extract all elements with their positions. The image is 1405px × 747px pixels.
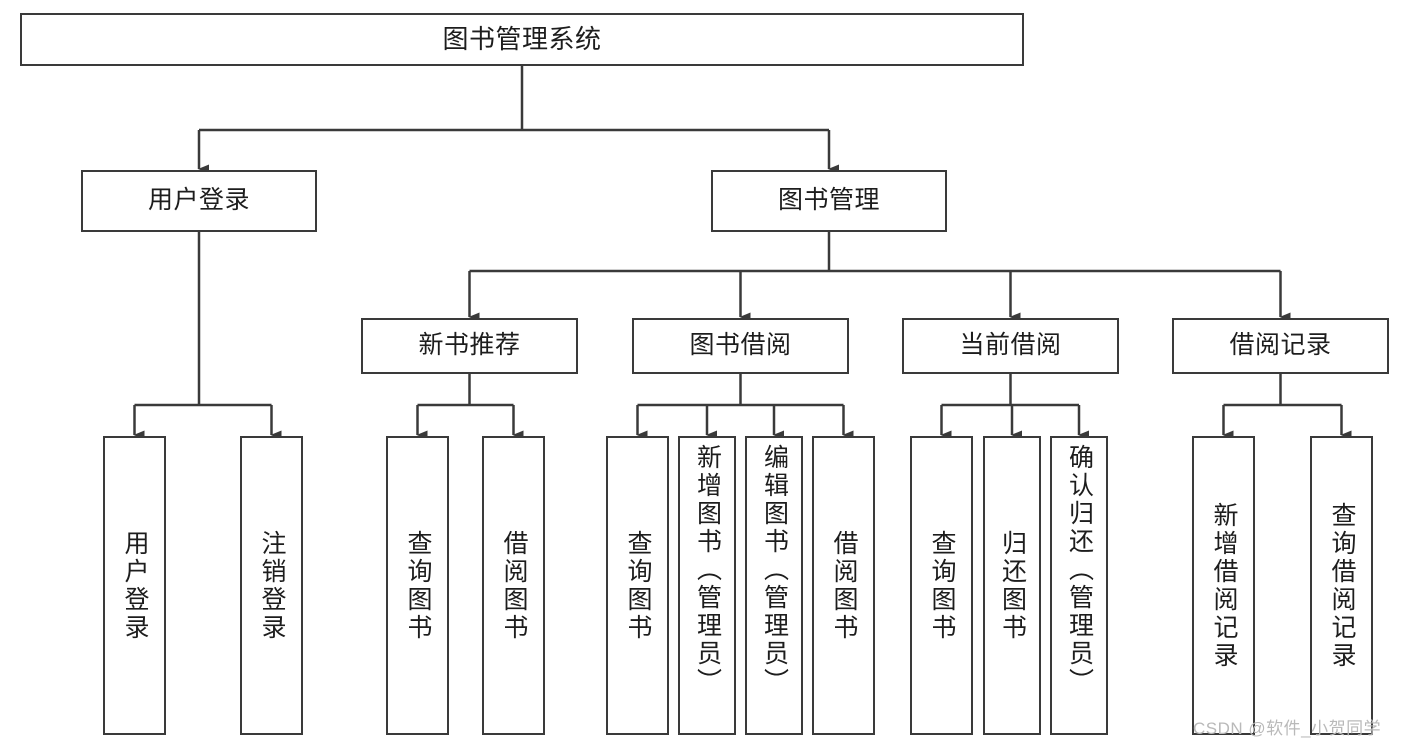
node-label-new-book-recommend: 新书推荐 bbox=[418, 331, 521, 360]
node-label-leaf-add-book: 新增图书（管理员） bbox=[693, 444, 722, 696]
node-user-login[interactable]: 用户登录 bbox=[81, 170, 317, 232]
node-label-leaf-query-record: 查询借阅记录 bbox=[1328, 501, 1356, 670]
node-current-borrow[interactable]: 当前借阅 bbox=[902, 318, 1119, 374]
connector-lines bbox=[133, 66, 1352, 440]
node-label-book-manage: 图书管理 bbox=[777, 186, 880, 215]
node-book-manage[interactable]: 图书管理 bbox=[711, 170, 947, 232]
node-label-leaf-query-book-3: 查询图书 bbox=[928, 529, 956, 642]
node-label-leaf-edit-book: 编辑图书（管理员） bbox=[760, 444, 789, 696]
node-label-borrow-record: 借阅记录 bbox=[1229, 331, 1332, 360]
node-leaf-return-book[interactable]: 归还图书 bbox=[983, 436, 1041, 735]
node-label-root: 图书管理系统 bbox=[442, 24, 602, 55]
node-leaf-query-record[interactable]: 查询借阅记录 bbox=[1310, 436, 1373, 735]
node-root[interactable]: 图书管理系统 bbox=[20, 13, 1024, 66]
node-label-leaf-query-book-1: 查询图书 bbox=[404, 529, 432, 642]
node-new-book-recommend[interactable]: 新书推荐 bbox=[361, 318, 578, 374]
node-label-leaf-query-book-2: 查询图书 bbox=[624, 529, 652, 642]
node-leaf-borrow-book-2[interactable]: 借阅图书 bbox=[812, 436, 875, 735]
node-label-leaf-return-book: 归还图书 bbox=[998, 529, 1027, 642]
node-label-leaf-confirm-return: 确认归还（管理员） bbox=[1065, 444, 1094, 696]
node-leaf-user-login[interactable]: 用户登录 bbox=[103, 436, 166, 735]
node-label-leaf-add-record: 新增借阅记录 bbox=[1210, 501, 1238, 670]
node-label-current-borrow: 当前借阅 bbox=[959, 331, 1062, 360]
node-leaf-borrow-book-1[interactable]: 借阅图书 bbox=[482, 436, 545, 735]
node-leaf-query-book-3[interactable]: 查询图书 bbox=[910, 436, 973, 735]
node-label-leaf-borrow-book-1: 借阅图书 bbox=[500, 529, 528, 642]
node-label-leaf-user-login: 用户登录 bbox=[121, 529, 149, 642]
node-label-user-login: 用户登录 bbox=[147, 186, 250, 215]
node-label-leaf-logout: 注销登录 bbox=[258, 529, 286, 642]
node-leaf-add-book[interactable]: 新增图书（管理员） bbox=[678, 436, 736, 735]
node-label-leaf-borrow-book-2: 借阅图书 bbox=[830, 529, 858, 642]
node-leaf-add-record[interactable]: 新增借阅记录 bbox=[1192, 436, 1255, 735]
node-label-book-borrow: 图书借阅 bbox=[689, 331, 792, 360]
node-leaf-query-book-1[interactable]: 查询图书 bbox=[386, 436, 449, 735]
node-leaf-query-book-2[interactable]: 查询图书 bbox=[606, 436, 669, 735]
node-leaf-confirm-return[interactable]: 确认归还（管理员） bbox=[1050, 436, 1108, 735]
node-leaf-edit-book[interactable]: 编辑图书（管理员） bbox=[745, 436, 803, 735]
node-borrow-record[interactable]: 借阅记录 bbox=[1172, 318, 1389, 374]
node-leaf-logout[interactable]: 注销登录 bbox=[240, 436, 303, 735]
node-book-borrow[interactable]: 图书借阅 bbox=[632, 318, 849, 374]
